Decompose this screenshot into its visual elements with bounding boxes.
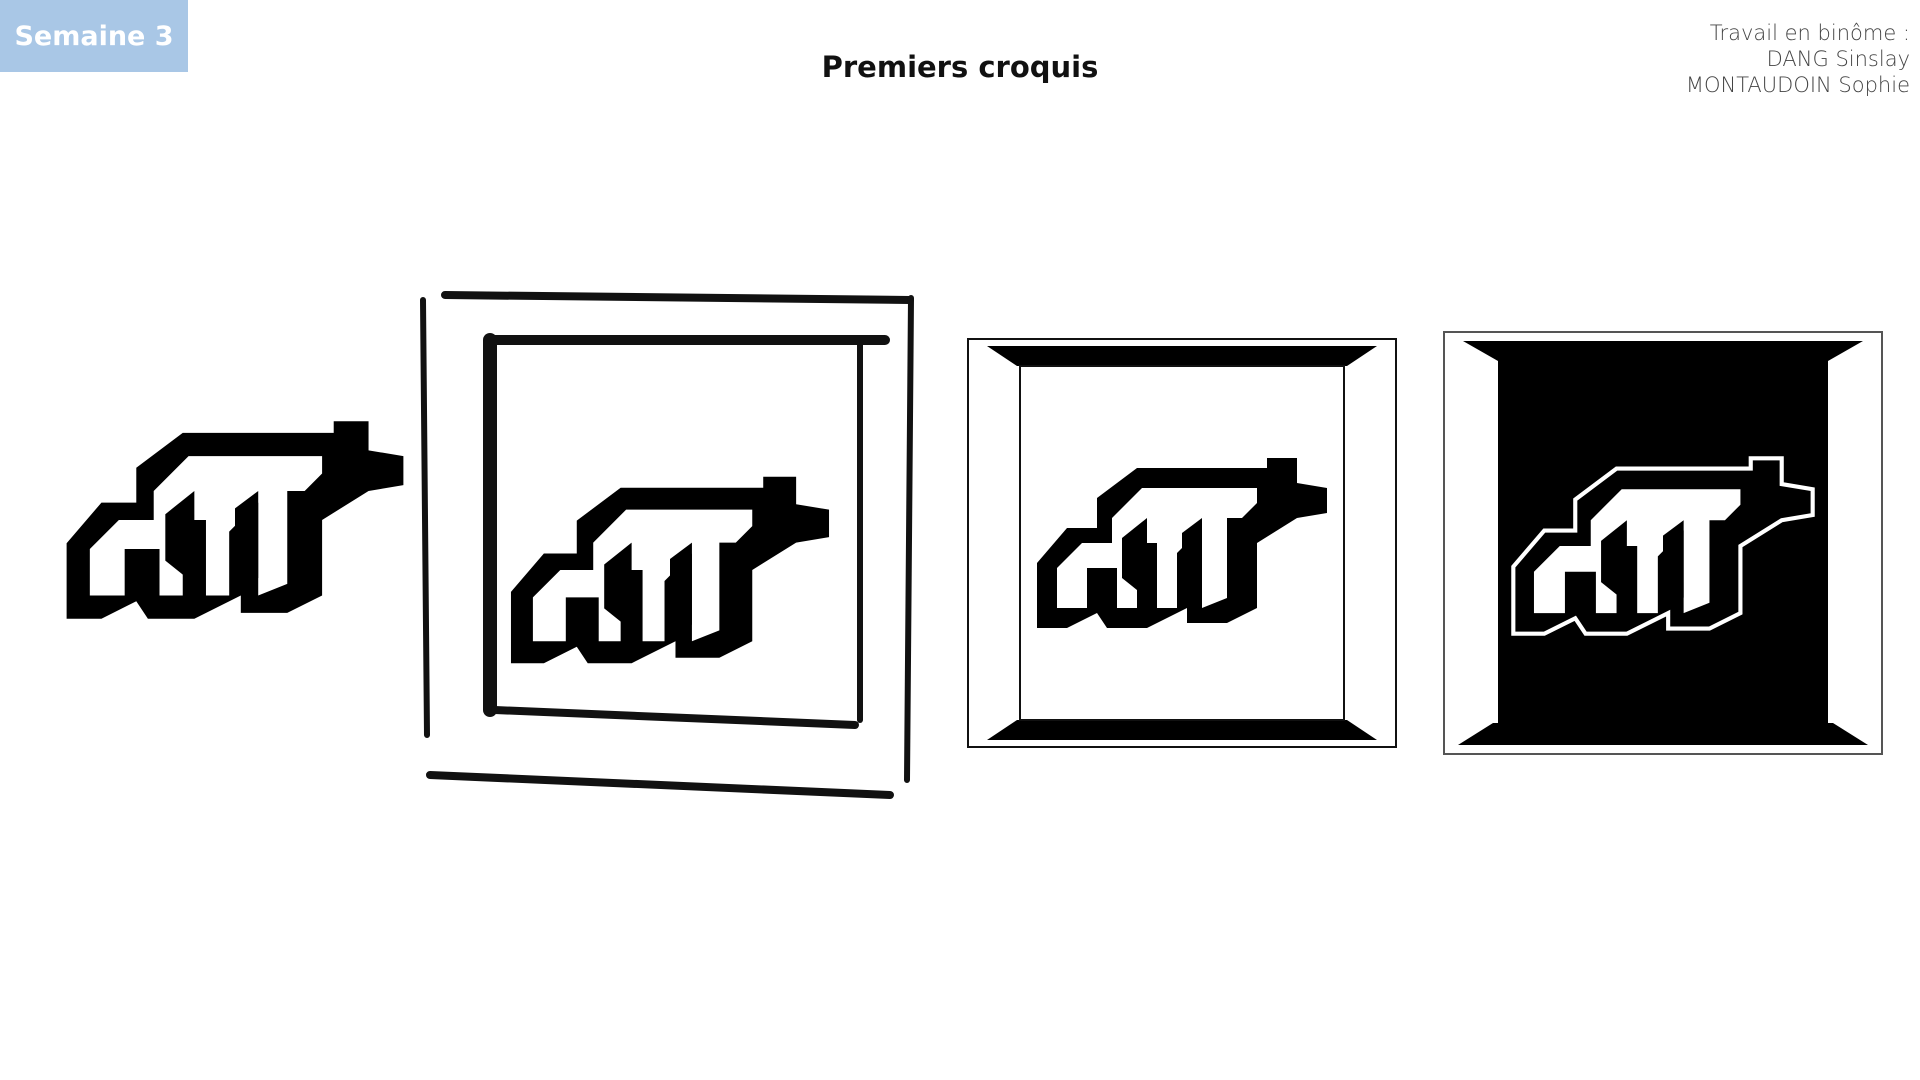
authors-heading: Travail en binôme :	[1709, 21, 1910, 45]
authors-block: Travail en binôme : DANG Sinslay MONTAUD…	[1686, 20, 1910, 98]
author-name: MONTAUDOIN Sophie	[1685, 73, 1910, 97]
sketch-logo-double-frame	[415, 290, 920, 800]
author-name: DANG Sinslay	[1766, 47, 1910, 71]
frame-graphic	[967, 338, 1397, 748]
page-title: Premiers croquis	[821, 50, 1099, 84]
frame-graphic	[420, 291, 914, 799]
week-badge: Semaine 3	[0, 0, 188, 72]
sketch-logo-bevel-black	[1443, 331, 1883, 755]
logo-graphic	[66, 421, 404, 619]
sketch-logo-freehand	[55, 395, 415, 645]
frame-graphic	[1443, 331, 1883, 755]
sketch-logo-bevel-white	[967, 338, 1397, 748]
